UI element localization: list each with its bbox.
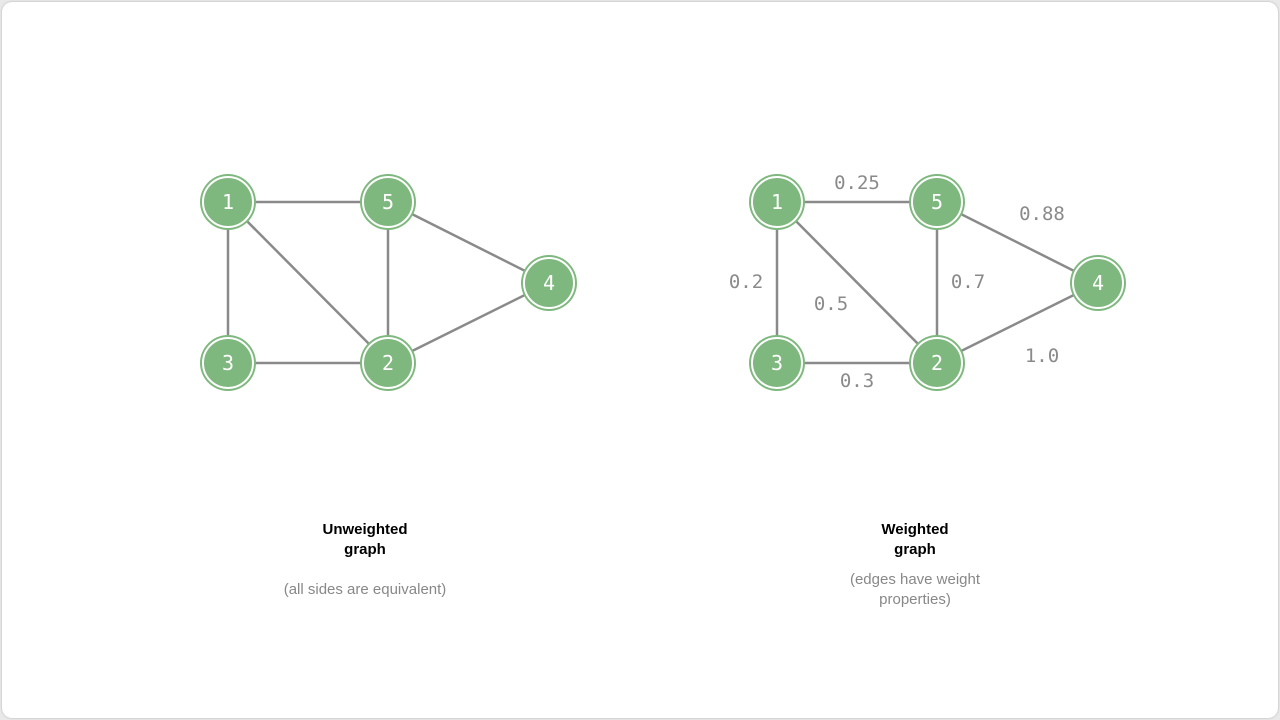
weight-label-5-4: 0.88 <box>1019 203 1065 225</box>
node-4: 4 <box>1070 255 1126 311</box>
node-3: 3 <box>200 335 256 391</box>
node-2: 2 <box>909 335 965 391</box>
node-label: 3 <box>771 351 783 375</box>
unweighted-caption: Unweighted graph (all sides are equivale… <box>245 520 485 600</box>
weight-label-1-2: 0.5 <box>814 293 848 315</box>
node-4: 4 <box>521 255 577 311</box>
node-1: 1 <box>749 174 805 230</box>
node-3: 3 <box>749 335 805 391</box>
node-label: 3 <box>222 351 234 375</box>
unweighted-caption-subtitle: (all sides are equivalent) <box>283 581 447 598</box>
node-label: 5 <box>382 190 394 214</box>
node-label: 5 <box>931 190 943 214</box>
weighted-graph: 0.25 0.88 0.2 0.5 0.7 0.3 1.0 1 5 4 <box>729 172 1126 392</box>
edge-1-2 <box>776 201 938 364</box>
node-5: 5 <box>360 174 416 230</box>
edge-5-4 <box>387 200 550 285</box>
node-1: 1 <box>200 174 256 230</box>
weight-label-2-4: 1.0 <box>1025 345 1059 367</box>
weighted-caption-subtitle: (edges have weight properties) <box>849 571 981 608</box>
node-5: 5 <box>909 174 965 230</box>
edge-5-4 <box>936 200 1099 285</box>
weight-label-1-3: 0.2 <box>729 271 763 293</box>
node-label: 1 <box>771 190 783 214</box>
node-label: 2 <box>382 351 394 375</box>
node-label: 4 <box>1092 271 1104 295</box>
edge-2-4 <box>936 281 1099 365</box>
weight-label-5-2: 0.7 <box>951 271 985 293</box>
node-label: 4 <box>543 271 555 295</box>
unweighted-graph: 1 5 4 3 2 <box>200 174 577 391</box>
node-2: 2 <box>360 335 416 391</box>
weight-label-1-5: 0.25 <box>834 172 880 194</box>
weight-label-3-2: 0.3 <box>840 370 874 392</box>
weighted-caption-title: Weighted graph <box>881 521 949 558</box>
edge-1-2 <box>227 201 389 364</box>
node-label: 1 <box>222 190 234 214</box>
node-label: 2 <box>931 351 943 375</box>
weighted-caption: Weighted graph (edges have weight proper… <box>795 520 1035 610</box>
unweighted-caption-title: Unweighted graph <box>322 521 408 558</box>
edge-2-4 <box>387 281 550 365</box>
